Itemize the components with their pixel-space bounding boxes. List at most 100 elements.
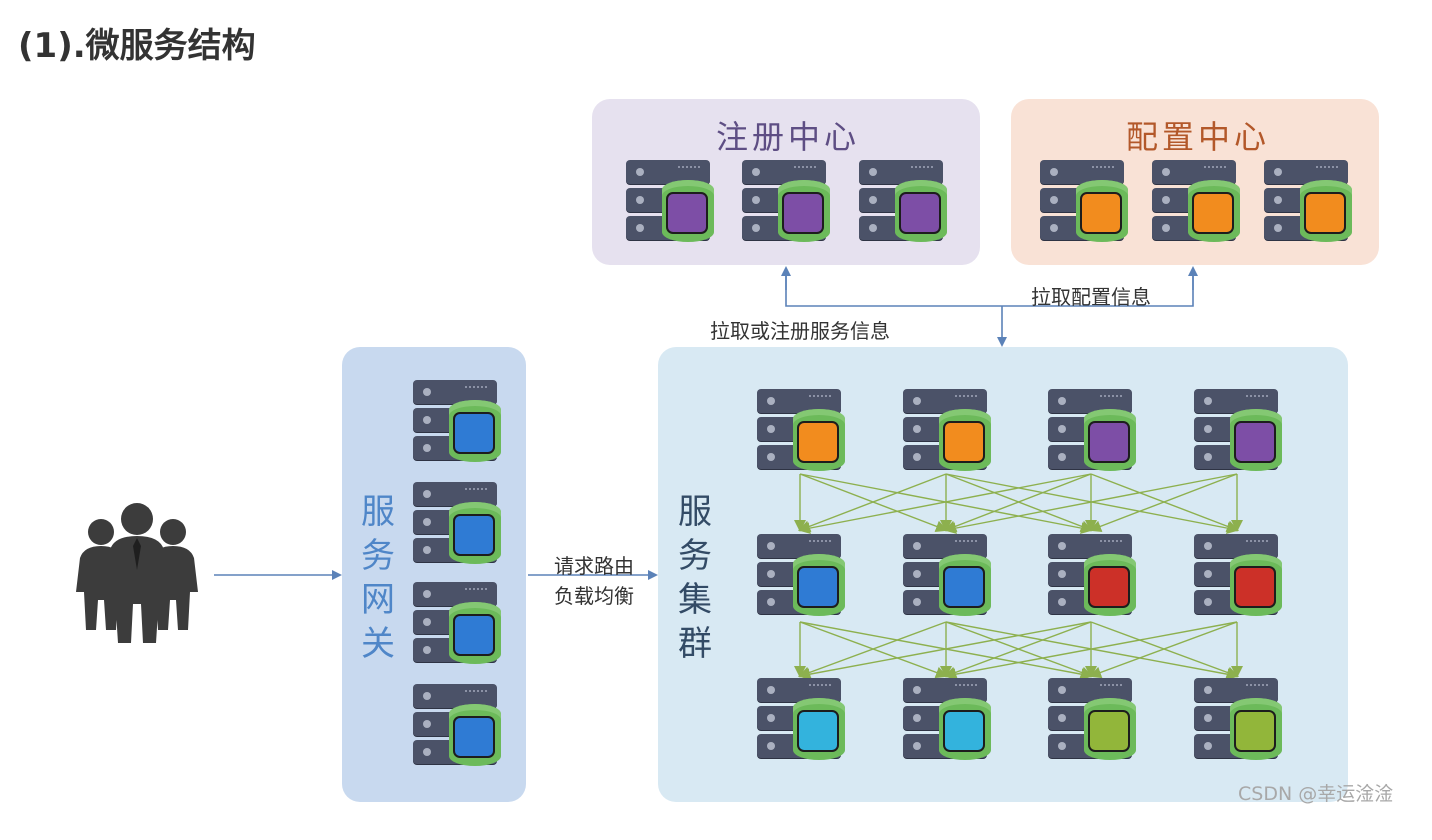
status-light	[1058, 598, 1066, 606]
status-light	[1058, 542, 1066, 550]
vent	[1204, 166, 1226, 171]
route-label: 请求路由	[554, 554, 634, 578]
cluster-server-icon	[903, 534, 993, 618]
vent	[678, 166, 700, 171]
vent	[465, 386, 487, 391]
status-light	[767, 542, 775, 550]
vent	[465, 488, 487, 493]
status-light	[423, 518, 431, 526]
cluster-call-arrow	[944, 473, 1238, 535]
service-chip-icon	[1088, 566, 1130, 608]
service-chip-icon	[797, 421, 839, 463]
status-light	[423, 720, 431, 728]
status-light	[423, 590, 431, 598]
pull-config-label: 拉取配置信息	[1031, 285, 1151, 309]
status-light	[1050, 196, 1058, 204]
status-light	[1058, 686, 1066, 694]
cluster-server-icon	[1194, 389, 1284, 473]
cluster-server-icon	[903, 389, 993, 473]
status-light	[752, 196, 760, 204]
server-rack	[413, 380, 497, 404]
status-light	[423, 546, 431, 554]
gateway-server-icon	[413, 684, 503, 768]
service-chip-icon	[1088, 710, 1130, 752]
status-light	[423, 748, 431, 756]
service-chip-icon	[1088, 421, 1130, 463]
status-light	[913, 542, 921, 550]
status-light	[423, 646, 431, 654]
vent	[1100, 395, 1122, 400]
status-light	[423, 416, 431, 424]
route-balance-label: 请求路由 负载均衡	[554, 551, 634, 611]
vent	[1246, 684, 1268, 689]
status-light	[913, 397, 921, 405]
service-cluster-label: 服务集群	[678, 492, 712, 664]
watermark: CSDN @幸运淦淦	[1238, 783, 1394, 805]
status-light	[752, 224, 760, 232]
vent	[955, 684, 977, 689]
status-light	[1162, 196, 1170, 204]
status-light	[1274, 196, 1282, 204]
status-light	[1204, 453, 1212, 461]
status-light	[869, 224, 877, 232]
cluster-server-icon	[1048, 678, 1138, 762]
service-chip-icon	[1234, 710, 1276, 752]
status-light	[1204, 598, 1212, 606]
cluster-call-arrow	[944, 473, 1092, 532]
status-light	[1058, 742, 1066, 750]
users-group-icon	[76, 503, 198, 643]
cluster-call-arrow	[798, 473, 947, 533]
cluster-server-icon	[1048, 389, 1138, 473]
config-server-icon	[1040, 160, 1130, 244]
service-chip-icon	[1080, 192, 1122, 234]
service-chip-icon	[666, 192, 708, 234]
service-chip-icon	[453, 412, 495, 454]
vent	[465, 588, 487, 593]
status-light	[1204, 742, 1212, 750]
status-light	[767, 742, 775, 750]
status-light	[636, 196, 644, 204]
status-light	[913, 453, 921, 461]
vent	[955, 395, 977, 400]
status-light	[1204, 570, 1212, 578]
cluster-server-icon	[1194, 678, 1284, 762]
vent	[809, 684, 831, 689]
cluster-server-icon	[1194, 534, 1284, 618]
config-server-icon	[1264, 160, 1354, 244]
cluster-call-arrow	[1089, 473, 1238, 533]
service-chip-icon	[453, 716, 495, 758]
service-chip-icon	[453, 614, 495, 656]
status-light	[869, 168, 877, 176]
service-chip-icon	[797, 710, 839, 752]
load-balance-label: 负载均衡	[554, 584, 634, 608]
gateway-server-icon	[413, 482, 503, 566]
vent	[955, 540, 977, 545]
status-light	[1058, 397, 1066, 405]
vent	[1316, 166, 1338, 171]
cluster-server-icon	[903, 678, 993, 762]
status-light	[636, 168, 644, 176]
registry-center-title: 注册中心	[716, 118, 861, 156]
service-chip-icon	[943, 421, 985, 463]
vent	[809, 540, 831, 545]
service-chip-icon	[453, 514, 495, 556]
vent	[1246, 395, 1268, 400]
server-rack	[903, 678, 987, 702]
registry-server-icon	[859, 160, 949, 244]
cluster-call-arrow	[944, 621, 1092, 679]
vent	[809, 395, 831, 400]
status-light	[869, 196, 877, 204]
status-light	[752, 168, 760, 176]
cluster-call-arrow	[798, 621, 947, 679]
status-light	[1050, 224, 1058, 232]
status-light	[423, 388, 431, 396]
status-light	[1162, 224, 1170, 232]
cluster-server-icon	[757, 534, 847, 618]
service-chip-icon	[797, 566, 839, 608]
status-light	[1058, 570, 1066, 578]
service-chip-icon	[1304, 192, 1346, 234]
vent	[1246, 540, 1268, 545]
registry-server-icon	[742, 160, 832, 244]
status-light	[423, 618, 431, 626]
vent	[1100, 540, 1122, 545]
